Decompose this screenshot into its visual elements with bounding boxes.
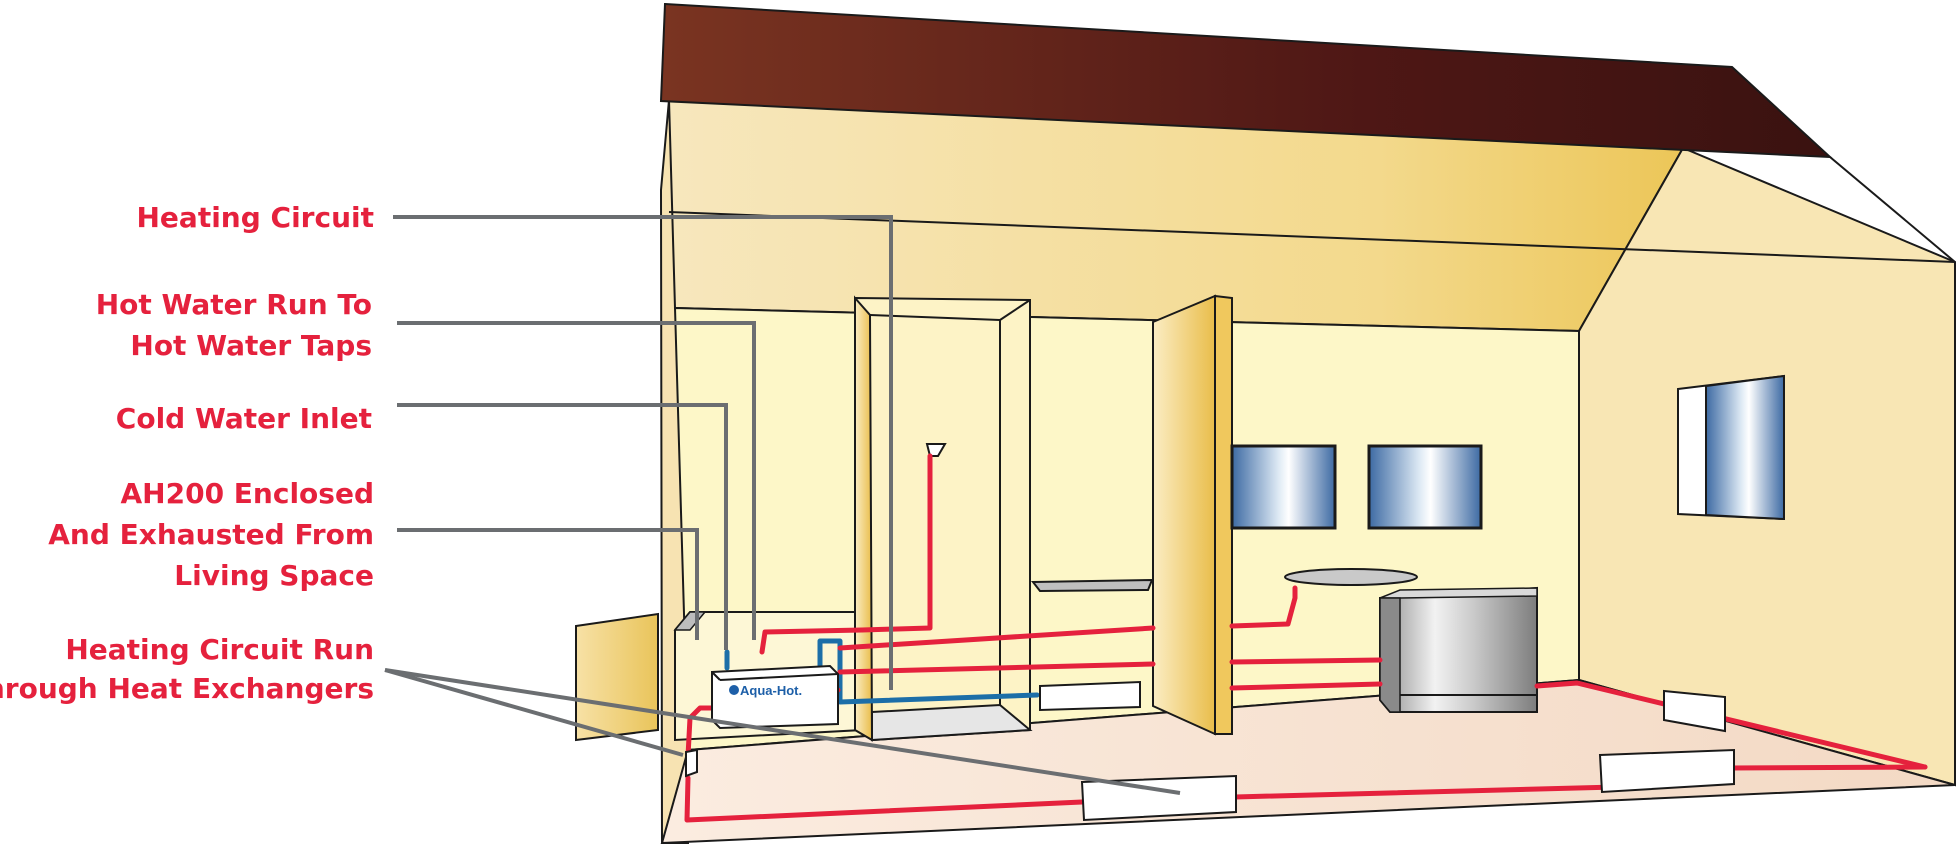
aqua-hot-heater: Aqua-Hot. [711, 664, 839, 730]
aqua-hot-logo-icon [729, 685, 739, 695]
label-hot-water-run-line2: Hot Water Taps [130, 329, 372, 362]
heat-exchanger [685, 748, 698, 778]
heat-exchanger [1080, 774, 1237, 822]
heat-exchanger [1663, 689, 1726, 733]
center-partition [1152, 294, 1233, 736]
leader-heat-exchanger-a [384, 668, 1181, 795]
heat-exchanger [1598, 748, 1735, 794]
wall-shelf [1030, 578, 1154, 593]
heat-exchangers [685, 680, 1735, 822]
ridge-line [668, 211, 1956, 263]
shower-stall [854, 295, 1033, 742]
label-cold-water-inlet: Cold Water Inlet [116, 402, 372, 435]
exterior-wall-stub [575, 612, 659, 742]
leader-lines [384, 215, 1181, 795]
heater-brand-text: Aqua-Hot. [740, 683, 802, 698]
callout-labels: Heating Circuit Hot Water Run To Hot Wat… [0, 201, 374, 705]
leader-ah200 [397, 528, 699, 640]
leader-heating-circuit [393, 215, 893, 690]
sink-basin [1284, 568, 1418, 586]
label-heat-exchanger-line2: Through Heat Exchangers [0, 672, 374, 705]
floor [660, 678, 1956, 845]
heat-exchanger [1039, 680, 1141, 712]
back-window-left [1230, 444, 1337, 530]
label-heat-exchanger-line1: Heating Circuit Run [65, 633, 374, 666]
leader-cold-water-inlet [397, 403, 728, 650]
label-hot-water-run-line1: Hot Water Run To [96, 288, 372, 321]
leader-hot-water-run [397, 321, 756, 640]
label-heating-circuit: Heating Circuit [137, 201, 375, 234]
gable-edge [1829, 156, 1956, 263]
label-ah200-line2: And Exhausted From [48, 518, 374, 551]
cold-water-pipes [724, 638, 1040, 705]
kitchen-counter [1379, 586, 1538, 713]
label-ah200-line1: AH200 Enclosed [121, 477, 375, 510]
shower-head-icon [925, 443, 947, 457]
label-ah200-line3: Living Space [174, 559, 374, 592]
side-window [1677, 374, 1785, 521]
back-window-right [1367, 444, 1483, 530]
leader-heat-exchanger-b [384, 668, 684, 757]
